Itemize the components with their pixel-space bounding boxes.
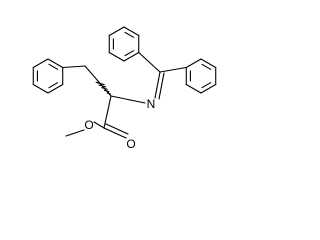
imine-phenyl-ring-left-bond-6 [108, 26, 125, 37]
imine-phenyl-ring-left-bond-4 [108, 51, 125, 62]
imine-phenyl-ring-right-bond-1 [200, 58, 217, 69]
imine-phenyl-ring-right-double-bond-2 [201, 82, 212, 89]
atom-label-layer: N O O [84, 97, 155, 151]
benzyl-ring-bond-3 [47, 83, 64, 94]
atom-label-ether-oxygen: O [84, 118, 93, 132]
imine-phenyl-ring-right-double-bond-1 [201, 63, 212, 70]
benzyl-ring-double-bond-1 [48, 63, 59, 70]
bond-alpha-c-to-carbonyl-c [103, 95, 112, 129]
stereo-hash-2 [103, 89, 110, 93]
stereo-hash-3 [101, 87, 108, 90]
bond-imine-c-to-right-phenyl [159, 66, 187, 73]
benzyl-ring-bond-4 [32, 83, 49, 94]
bond-alpha-c-to-n [110, 95, 146, 104]
bond-carbonyl-double [105, 123, 129, 135]
stereo-hash-5 [95, 81, 105, 86]
imine-phenyl-ring-right-bond-6 [185, 58, 202, 69]
benzyl-ring-bond-1 [47, 58, 64, 69]
imine-phenyl-ring-right-bond-3 [200, 83, 217, 94]
bond-n-to-imine-c [154, 71, 161, 99]
imine-phenyl-ring-left-bond-1 [123, 26, 140, 37]
structure-diagram: N O O [32, 26, 217, 151]
molecule-canvas: N O O [32, 26, 217, 152]
bond-ether-o-to-methyl [65, 129, 85, 137]
bond-ring-to-ch2 [62, 65, 86, 69]
bond-n-to-imine-c-double [158, 72, 165, 100]
imine-phenyl-ring-left-bond-3 [123, 51, 140, 62]
stereo-hash-1 [106, 92, 111, 95]
stereo-hash-4 [98, 84, 107, 88]
imine-phenyl-ring-left-double-bond-1 [124, 31, 135, 38]
benzyl-ring-double-bond-2 [48, 82, 59, 89]
bond-layer [32, 26, 217, 139]
atom-label-carbonyl-oxygen: O [126, 137, 135, 151]
atom-label-nitrogen: N [147, 97, 156, 111]
bond-imine-c-to-top-phenyl [138, 51, 161, 73]
imine-phenyl-ring-left-double-bond-2 [124, 50, 135, 57]
bond-carbonyl-c-to-ether-o [93, 121, 105, 129]
imine-phenyl-ring-right-bond-4 [185, 83, 202, 94]
bond-carbonyl [103, 127, 127, 139]
benzyl-ring-bond-6 [32, 58, 49, 69]
